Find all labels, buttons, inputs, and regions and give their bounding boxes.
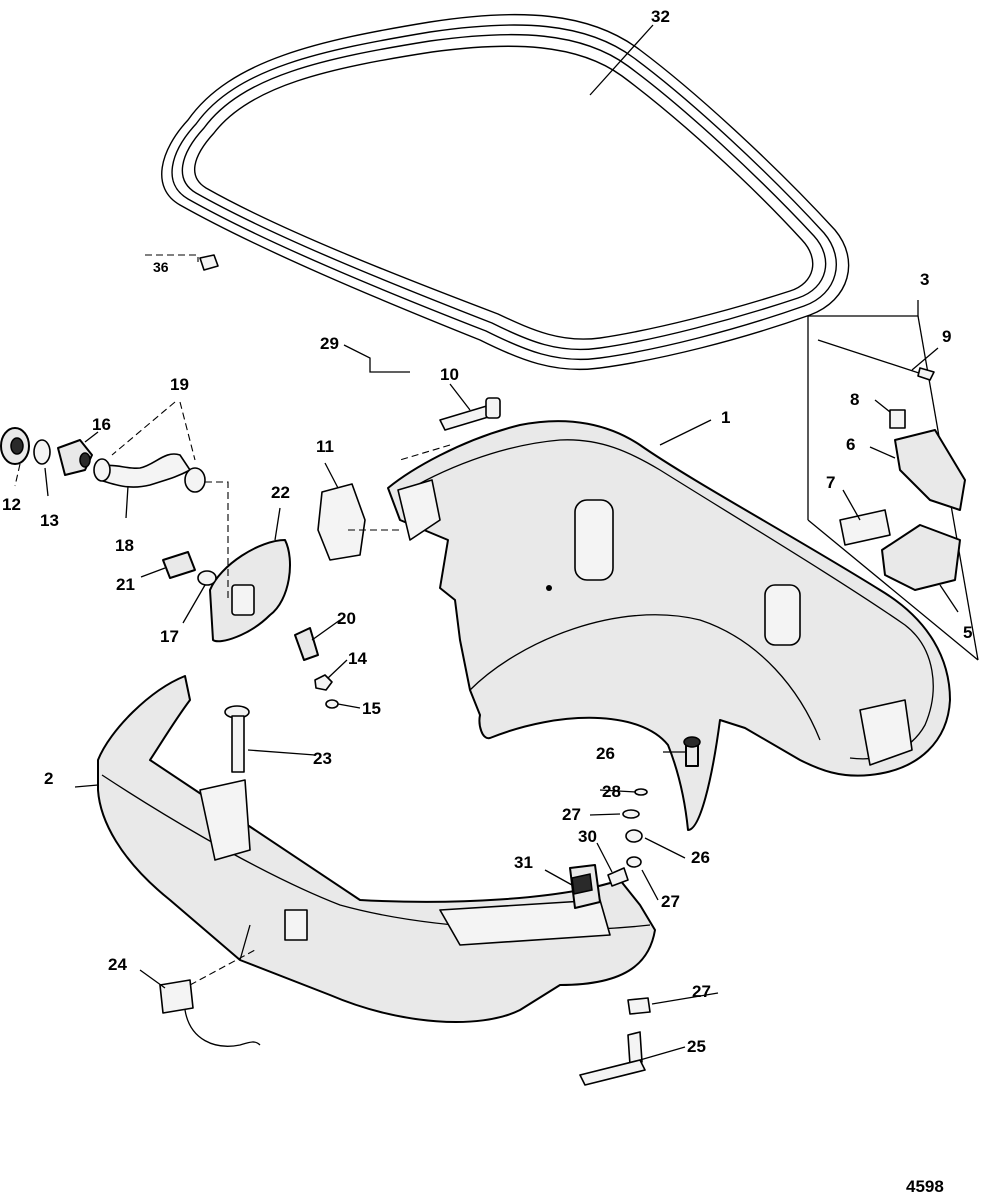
screw-26 <box>683 736 701 767</box>
callout-22: 22 <box>271 483 290 502</box>
bracket-kit-frame <box>807 300 979 661</box>
latch-33 <box>569 864 601 909</box>
callout-12: 12 <box>2 495 21 514</box>
clip-part-36 <box>145 254 219 271</box>
callout-19: 19 <box>170 375 189 394</box>
lever-25 <box>579 1031 646 1086</box>
washer-30 <box>634 788 648 796</box>
callout-8: 8 <box>850 390 859 409</box>
callout-36: 36 <box>153 259 169 275</box>
hose-18 <box>93 453 206 493</box>
callout-10: 10 <box>440 365 459 384</box>
fitting-20 <box>294 627 319 661</box>
callout-31: 29 <box>320 334 339 353</box>
fitting-16 <box>57 439 93 476</box>
callout-26: 26 <box>596 744 615 763</box>
grommet-23 <box>224 705 250 773</box>
callout-32: 30 <box>578 827 597 846</box>
callout-17: 17 <box>160 627 179 646</box>
bolt-32 <box>607 867 629 887</box>
callout-labels: 32 1 2 3 9 8 6 7 5 29 10 11 19 16 12 13 … <box>2 7 972 1196</box>
top-cowl <box>387 420 951 831</box>
washer-29 <box>622 809 640 819</box>
callout-2: 2 <box>44 769 53 788</box>
callout-14: 14 <box>348 649 367 668</box>
callout-5: 5 <box>963 623 972 642</box>
callout-24: 24 <box>108 955 127 974</box>
callout-4: 3 <box>920 270 929 289</box>
callout-30: 28 <box>602 782 621 801</box>
callout-13: 13 <box>40 511 59 530</box>
bushing-27-upper <box>625 829 643 843</box>
bracket-11 <box>317 483 366 561</box>
callout-6: 6 <box>846 435 855 454</box>
callout-27b: 27 <box>692 982 711 1001</box>
callout-21: 21 <box>116 575 135 594</box>
callout-11: 11 <box>316 437 334 456</box>
bushing-27-lower <box>627 997 651 1015</box>
clip-17 <box>197 570 217 586</box>
washer-15 <box>325 699 339 709</box>
bottom-cowl <box>97 675 656 1023</box>
plate-22 <box>209 539 291 643</box>
callout-25: 25 <box>687 1037 706 1056</box>
callout-33: 31 <box>514 853 533 872</box>
callout-23: 23 <box>313 749 332 768</box>
nut-14 <box>314 674 333 691</box>
o-ring-28 <box>626 856 642 868</box>
callout-20: 20 <box>337 609 356 628</box>
screw-10 <box>439 397 501 431</box>
callout-1: 1 <box>721 408 730 427</box>
callout-18: 18 <box>115 536 134 555</box>
callout-29: 27 <box>562 805 581 824</box>
callout-7: 7 <box>826 473 835 492</box>
o-ring-13 <box>33 439 51 465</box>
callout-28: 27 <box>661 892 680 911</box>
grommet-12 <box>0 427 30 465</box>
callout-16: 16 <box>92 415 111 434</box>
cover-21 <box>162 551 196 579</box>
figure-id: 4598 <box>906 1177 944 1196</box>
callout-27a: 26 <box>691 848 710 867</box>
connector-24 <box>159 979 261 1047</box>
seal-gasket <box>161 13 850 371</box>
callout-3: 32 <box>651 7 670 26</box>
callout-15: 15 <box>362 699 381 718</box>
leader-lines <box>14 24 959 1061</box>
callout-9: 9 <box>942 327 951 346</box>
